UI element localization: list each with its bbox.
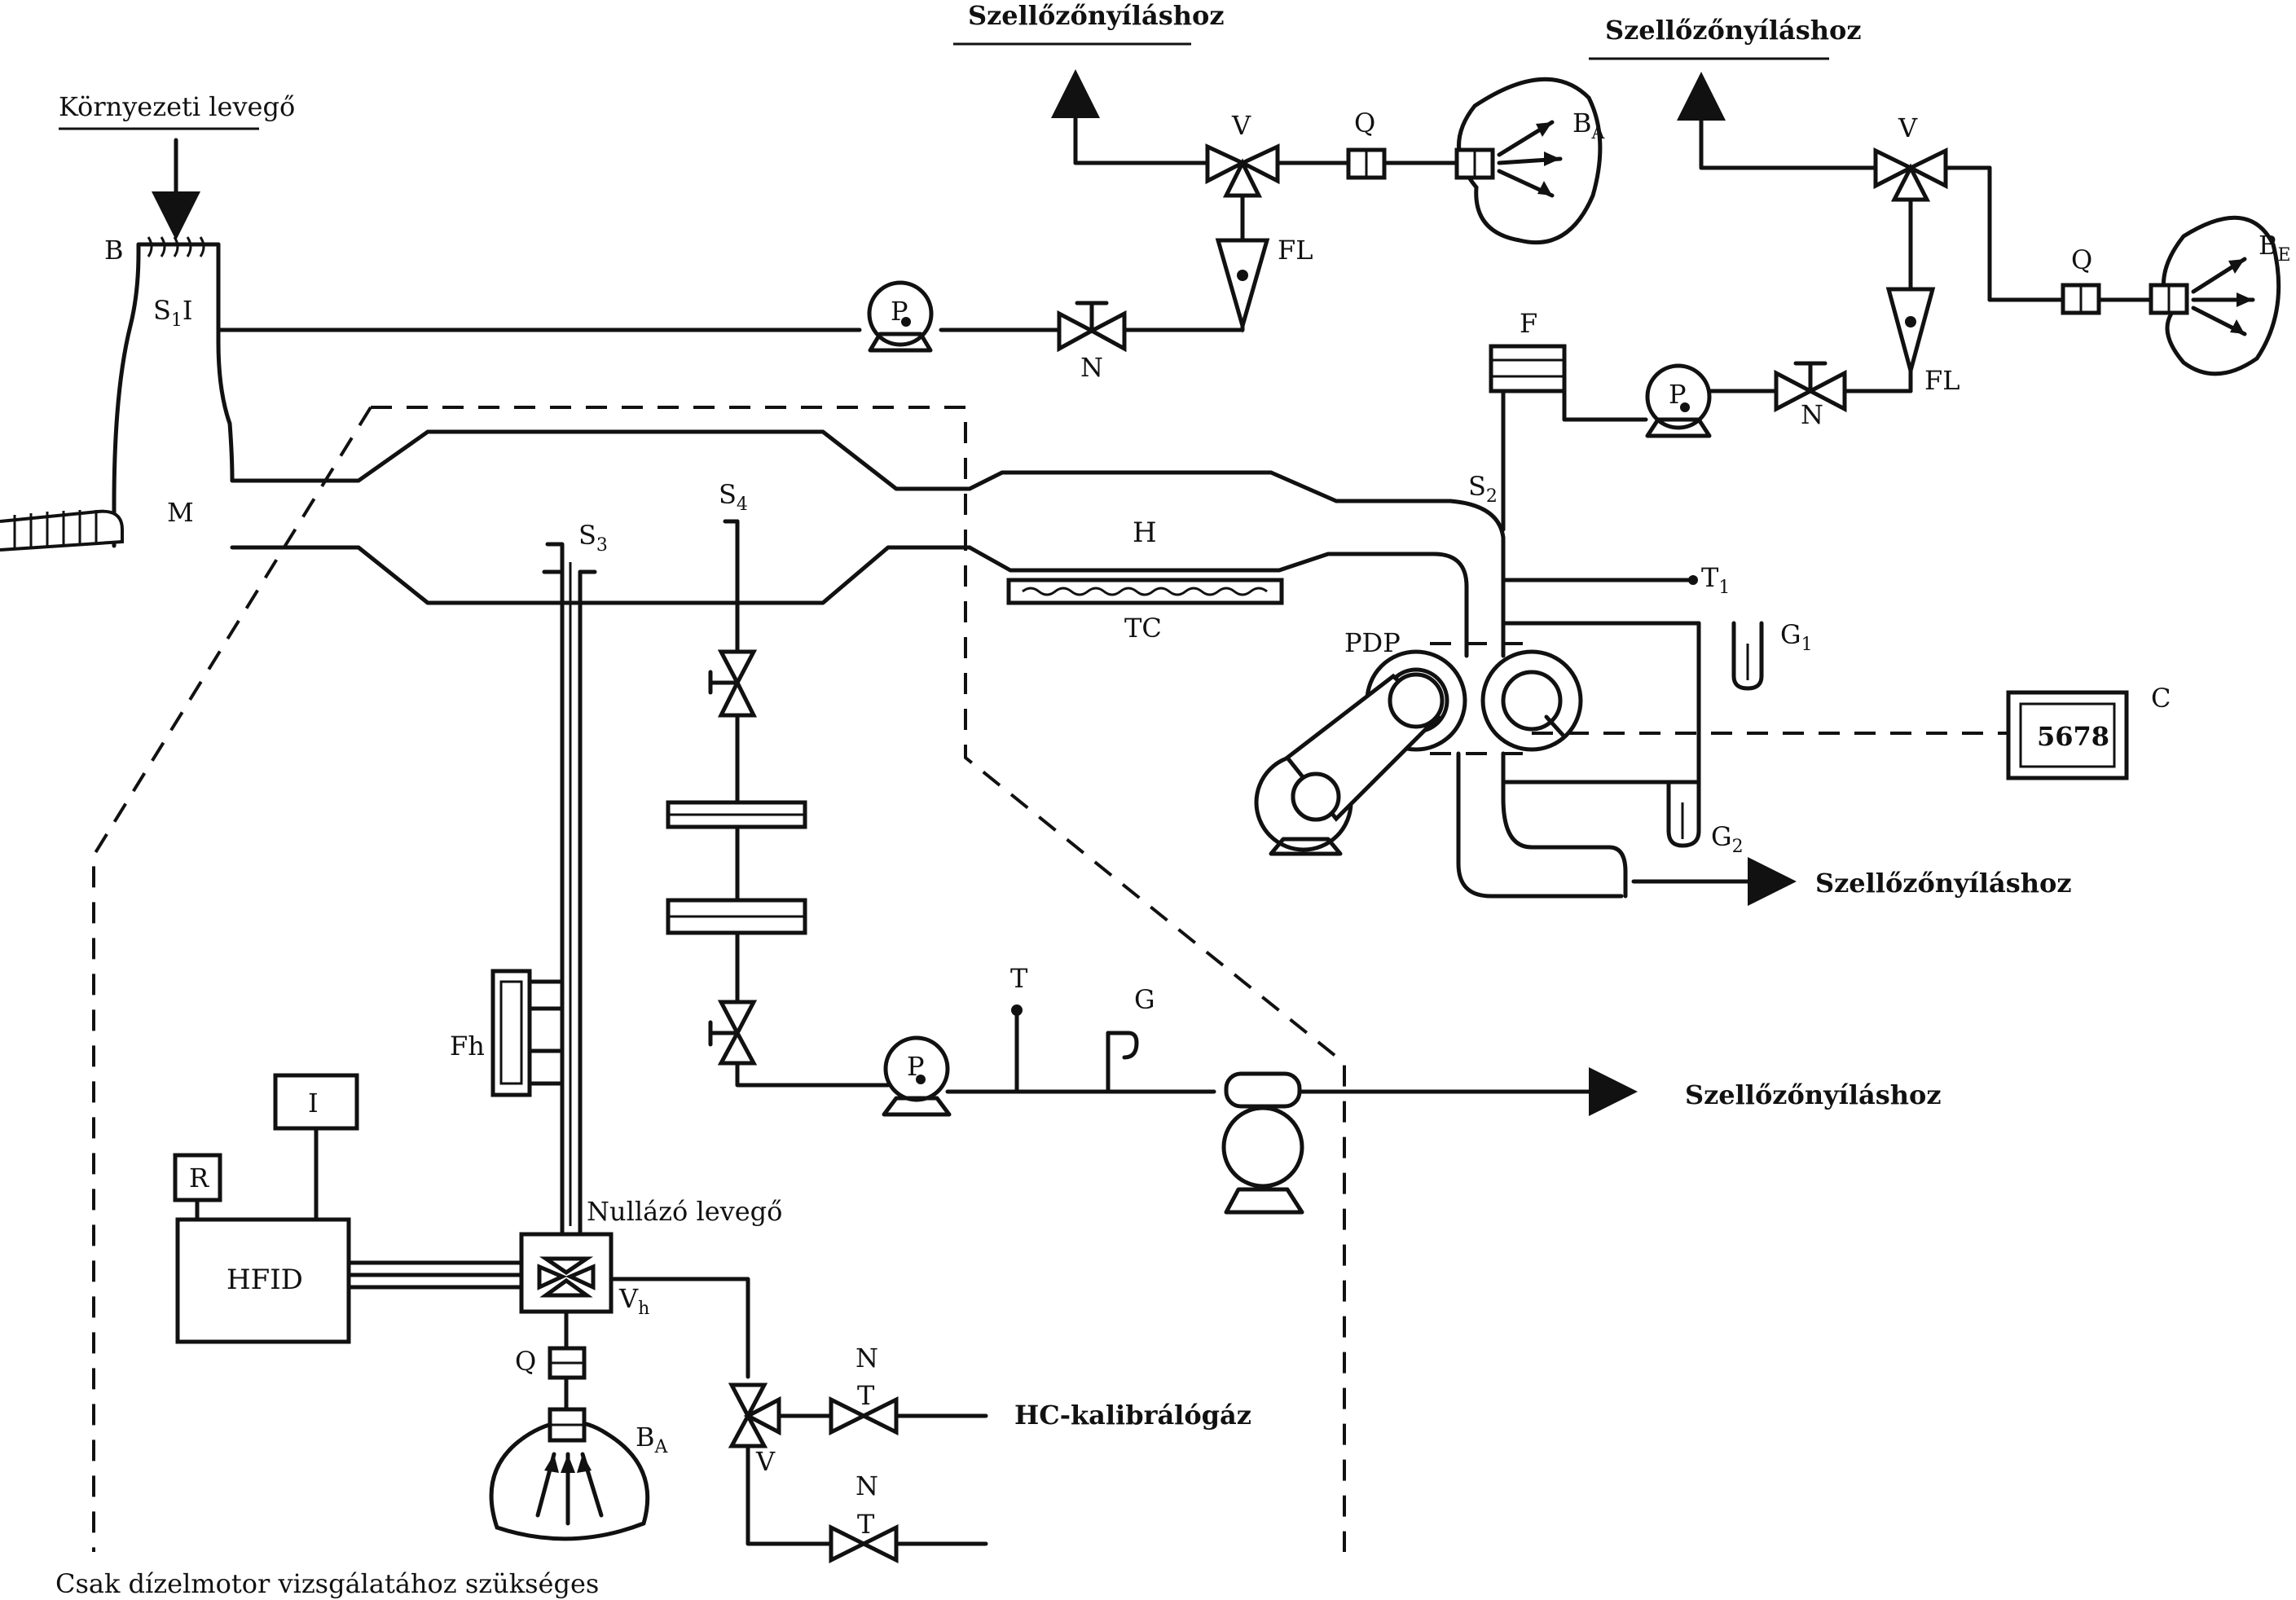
three-way-valve-icon [1873,147,1948,202]
bag-sampling-line-left: P N FL V Q BA [216,69,1606,383]
label-B: B [104,235,124,266]
label-G: G [1134,984,1155,1015]
label-zero-air: Nullázó levegő [587,1196,782,1227]
label-R: R [189,1163,209,1193]
pump-icon [1645,363,1712,430]
label-Vh: Vh [618,1283,649,1319]
label-T4: T [857,1509,875,1540]
label-F: F [1520,308,1537,339]
label-Q3: Q [515,1346,536,1377]
label-G1: G1 [1780,619,1813,655]
label-Q1: Q [1354,108,1375,138]
label-C: C [2151,683,2171,714]
label-diesel-only: Csak dízelmotor vizsgálatához szükséges [55,1568,599,1599]
label-BA-top: BA [1572,108,1606,143]
four-way-valve-icon [537,1256,596,1298]
filter-wavy-icon [147,236,205,257]
label-T1: T1 [1701,562,1730,598]
label-T3: T [857,1380,875,1411]
label-I: I [308,1088,319,1119]
flowmeter-icon [1215,238,1270,334]
exhaust-hose [0,509,124,552]
gas-meter-icon [1221,1105,1304,1189]
diesel-only-boundary-left [92,406,372,1552]
label-V3: V [755,1446,776,1477]
label-V2: V [1898,112,1918,143]
label-S3: S3 [578,520,608,556]
flowmeter-icon [1885,287,1936,379]
label-G2: G2 [1711,821,1744,857]
label-FL1: FL [1278,235,1313,266]
pdp-section: T1 G1 PDP 5678 C [1254,562,2171,906]
label-P2: P [1669,379,1687,410]
particulate-sampling-line: S4 P T G Szellőzőnyíláshoz [666,479,1942,1215]
counter-value: 5678 [2037,721,2109,752]
dilution-tunnel: H TC S2 [230,429,1506,646]
hfid-analyzer [175,1217,351,1344]
label-N2: N [1801,399,1823,430]
label-T: T [1010,963,1028,994]
label-hc-cal: HC-kalibrálógáz [1014,1400,1251,1431]
tc-coil-icon [1022,587,1268,596]
dilution-air-inlet: B S1I M [0,235,235,552]
bag-sampling-line-right: F P N FL V Q [1489,72,2291,532]
label-TC: TC [1124,613,1162,644]
diesel-only-boundary [371,406,1346,1552]
label-Q2: Q [2071,244,2092,275]
label-BA-bottom: BA [636,1422,669,1457]
gas-meter-top [1224,1071,1302,1109]
label-N1: N [1080,352,1103,383]
label-FL2: FL [1924,365,1960,396]
label-vent-mid: Szellőzőnyíláshoz [1815,868,2072,899]
heat-exchanger-tc [1006,578,1284,605]
heated-filter-fh [490,969,532,1097]
revolution-counter-C [2006,690,2129,780]
label-vent-bottom: Szellőzőnyíláshoz [1685,1079,1942,1110]
label-N4: N [856,1470,878,1501]
label-H: H [1133,516,1157,549]
three-way-valve-icon [1205,143,1280,198]
label-V1: V [1231,110,1251,141]
label-PDP: PDP [1344,627,1401,658]
label-vent-top-right: Szellőzőnyíláshoz [1605,15,1862,46]
exhaust-hose-ribs [13,510,98,547]
label-P1: P [891,296,908,327]
label-Fh: Fh [450,1031,485,1062]
hfid-section: S3 Fh Vh Nullázó levegő HFID R I Q [173,520,1251,1564]
integrator-I [273,1073,359,1131]
needle-valve-icon [1057,310,1127,353]
label-P3: P [907,1051,925,1082]
filter-F-icon [1489,344,1567,393]
label-HFID: HFID [227,1264,303,1296]
label-BE: BE [2259,230,2291,266]
pump-icon [867,280,934,347]
label-env-air: Környezeti levegő [59,91,295,122]
label-M: M [167,497,194,528]
label-N3: N [856,1343,878,1374]
needle-valve-icon [829,1523,899,1564]
label-S4: S4 [719,479,748,515]
three-way-valve-icon [728,1382,781,1448]
label-S2: S2 [1468,471,1498,507]
label-S1I: S1I [153,295,193,331]
label-vent-top-left: Szellőzőnyíláshoz [968,0,1225,31]
